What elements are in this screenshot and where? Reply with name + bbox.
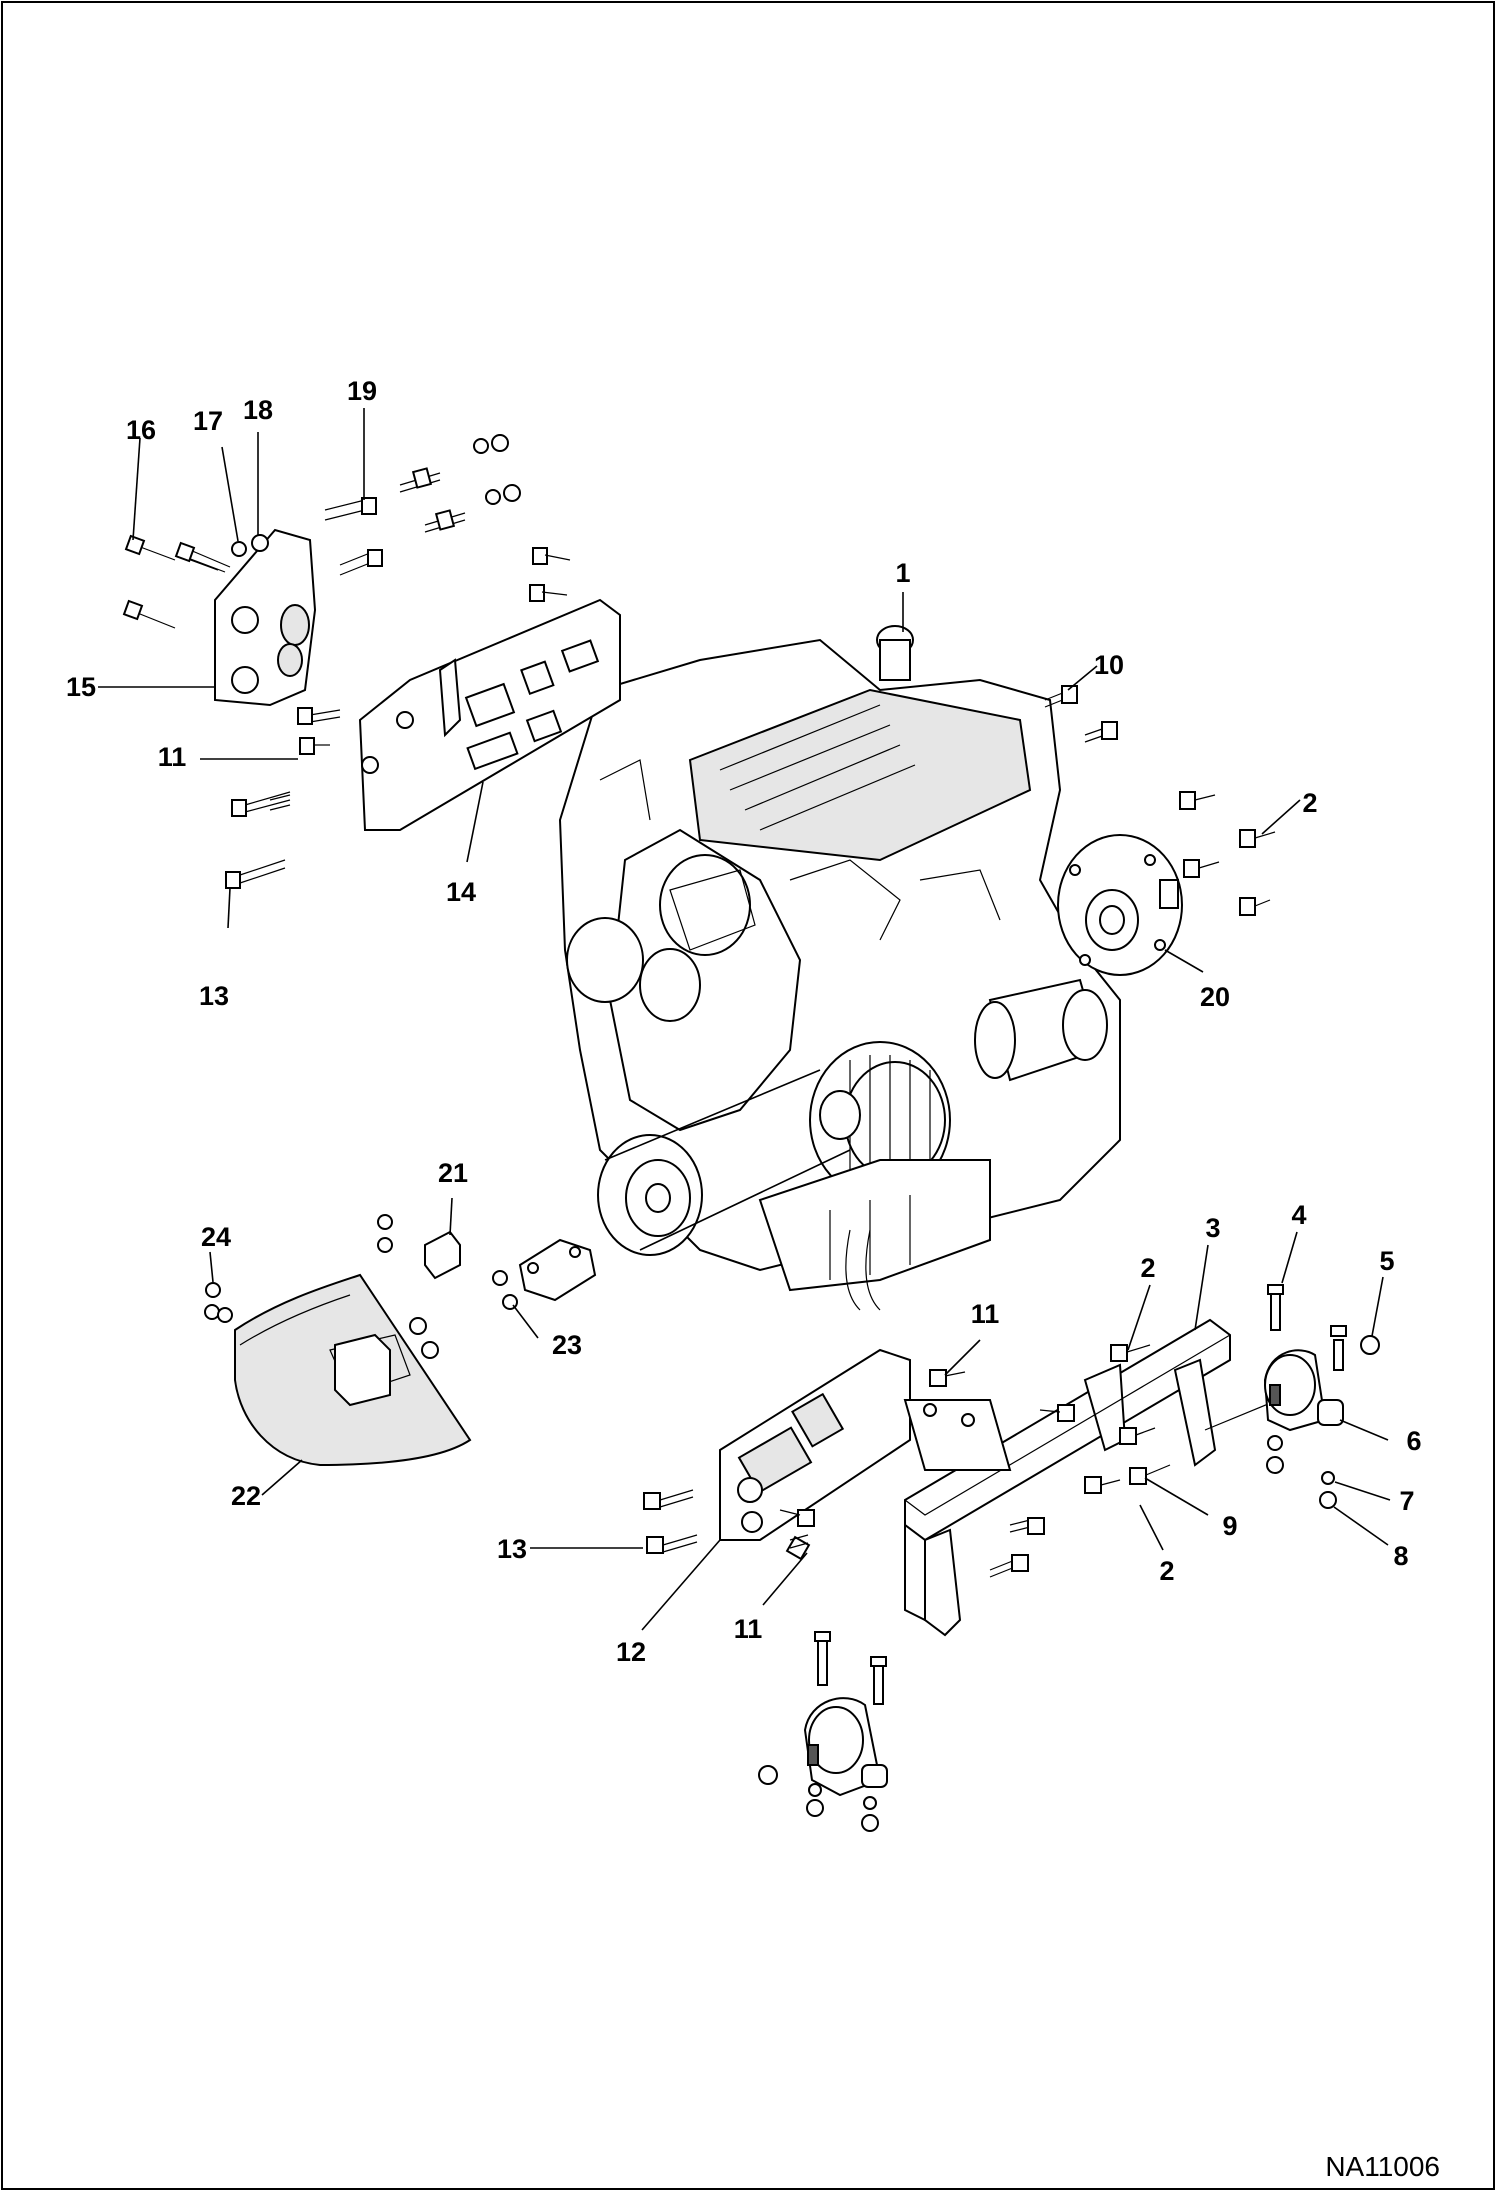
callout-24: 24 [201, 1222, 231, 1252]
callout-20: 20 [1200, 982, 1230, 1012]
callout-9: 9 [1222, 1511, 1237, 1541]
callout-13-upper: 13 [199, 981, 229, 1011]
callout-19: 19 [347, 376, 377, 406]
engine-assembly [558, 625, 1121, 1311]
small-bracket-21 [377, 1214, 461, 1280]
callout-4: 4 [1291, 1200, 1306, 1230]
engine-mount-bracket-right [719, 1348, 1012, 1541]
callout-11-middle: 11 [971, 1299, 1000, 1329]
right-bracket-bolts [643, 1344, 1171, 1578]
callout-11-lower: 11 [734, 1614, 763, 1644]
callout-2-upper: 2 [1302, 788, 1317, 818]
callouts: 1 2 2 2 3 4 5 6 7 8 9 10 11 11 11 12 13 … [66, 376, 1440, 2182]
engine-mount-bracket-left [358, 598, 621, 831]
flywheel-housing-plate [1057, 834, 1183, 976]
left-bracket-bolts [122, 434, 571, 889]
callout-3: 3 [1205, 1213, 1220, 1243]
callout-13-lower: 13 [497, 1534, 527, 1564]
plate-23 [492, 1238, 597, 1310]
reference-code: NA11006 [1325, 2151, 1440, 2182]
callout-5: 5 [1379, 1246, 1394, 1276]
callout-23: 23 [552, 1330, 582, 1360]
callout-6: 6 [1406, 1426, 1421, 1456]
callout-2-lower: 2 [1159, 1556, 1174, 1586]
mount-isolator-right [1263, 1284, 1380, 1509]
callout-1: 1 [895, 558, 910, 588]
leader-lines [98, 408, 1391, 1631]
callout-21: 21 [438, 1158, 468, 1188]
callout-10: 10 [1094, 650, 1124, 680]
mount-isolator-bracket-15 [214, 528, 317, 707]
heat-shield [204, 1273, 472, 1467]
callout-11-upper: 11 [158, 742, 187, 772]
callout-22: 22 [231, 1481, 261, 1511]
callout-16: 16 [126, 415, 156, 445]
engine-side-bolts [1044, 685, 1276, 916]
sub-frame-crossmember [904, 1318, 1291, 1637]
callout-18: 18 [243, 395, 273, 425]
callout-2-middle: 2 [1140, 1253, 1155, 1283]
mount-isolator-lower [758, 1631, 888, 1832]
callout-15: 15 [66, 672, 96, 702]
callout-12: 12 [616, 1637, 646, 1667]
callout-14: 14 [446, 877, 476, 907]
callout-17: 17 [193, 406, 223, 436]
callout-7: 7 [1399, 1486, 1414, 1516]
callout-8: 8 [1393, 1541, 1408, 1571]
